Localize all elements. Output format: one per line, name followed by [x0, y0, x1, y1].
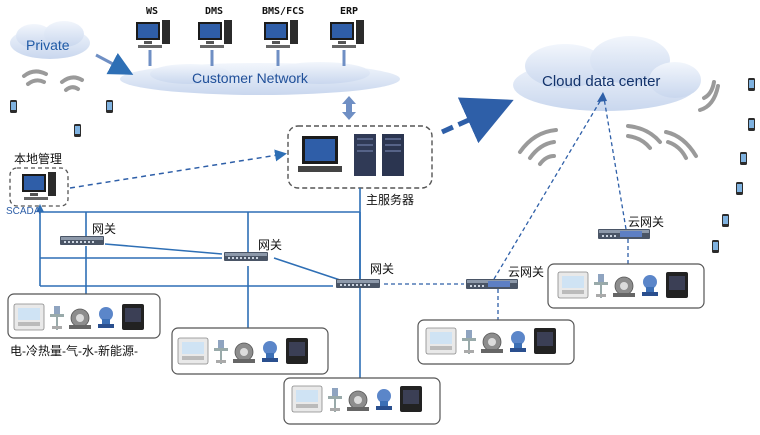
- gateway-1-label: 网关: [92, 222, 117, 236]
- scada-server-link: [69, 149, 287, 189]
- private-cloud-label: Private: [26, 37, 70, 53]
- meter-group-2: [171, 327, 329, 375]
- dms-label: DMS: [205, 6, 224, 17]
- meter-group-3: [283, 377, 441, 425]
- private-link-arrow: [95, 52, 134, 75]
- meter-group-5: [547, 263, 705, 309]
- workstation-links: [148, 50, 346, 66]
- main-server-icon: [298, 134, 404, 176]
- cloud-data-center: [513, 36, 701, 111]
- workstation-pcs: [136, 20, 364, 48]
- scada-label: SCADA: [6, 206, 41, 217]
- local-mgmt-box: [9, 167, 69, 207]
- gateway-3-icon: [336, 279, 380, 288]
- erp-label: ERP: [340, 6, 359, 17]
- cloud-gateway-1-label: 云网关: [508, 265, 545, 279]
- cloud-data-center-label: Cloud data center: [542, 73, 661, 90]
- main-server-label: 主服务器: [366, 193, 415, 207]
- cloud-gateway-1-icon: [466, 279, 518, 289]
- cloud-gateway-2-icon: [598, 229, 650, 239]
- customer-network-cloud: [120, 62, 400, 95]
- uplink-arrow-scada: [36, 204, 44, 212]
- wired-network-lines: [39, 188, 361, 394]
- bms-fcs-label: BMS/FCS: [262, 6, 305, 17]
- wireless-signal-icon: [22, 69, 720, 166]
- cloud-dashed-arrowheads: [597, 92, 607, 102]
- gateway-2-icon: [224, 252, 268, 261]
- meter-group-4: [417, 319, 575, 365]
- ws-label: WS: [146, 6, 159, 17]
- gateway-2-label: 网关: [258, 238, 283, 252]
- cloud-gateway-2-label: 云网关: [628, 215, 665, 229]
- server-to-cloud-arrow: [440, 97, 514, 144]
- cloud-dashed-links: [384, 97, 629, 320]
- meter-group-1: [7, 293, 161, 339]
- server-uplink-arrow: [342, 96, 356, 120]
- customer-network-label: Customer Network: [192, 70, 308, 86]
- gateway-1-icon: [60, 236, 104, 245]
- energy-types-label: 电-冷热量-气-水-新能源-: [10, 344, 138, 358]
- gateway-3-label: 网关: [370, 262, 395, 276]
- scada-pc-icon: [22, 172, 56, 200]
- local-mgmt-label: 本地管理: [14, 152, 63, 166]
- private-cloud: [10, 21, 90, 59]
